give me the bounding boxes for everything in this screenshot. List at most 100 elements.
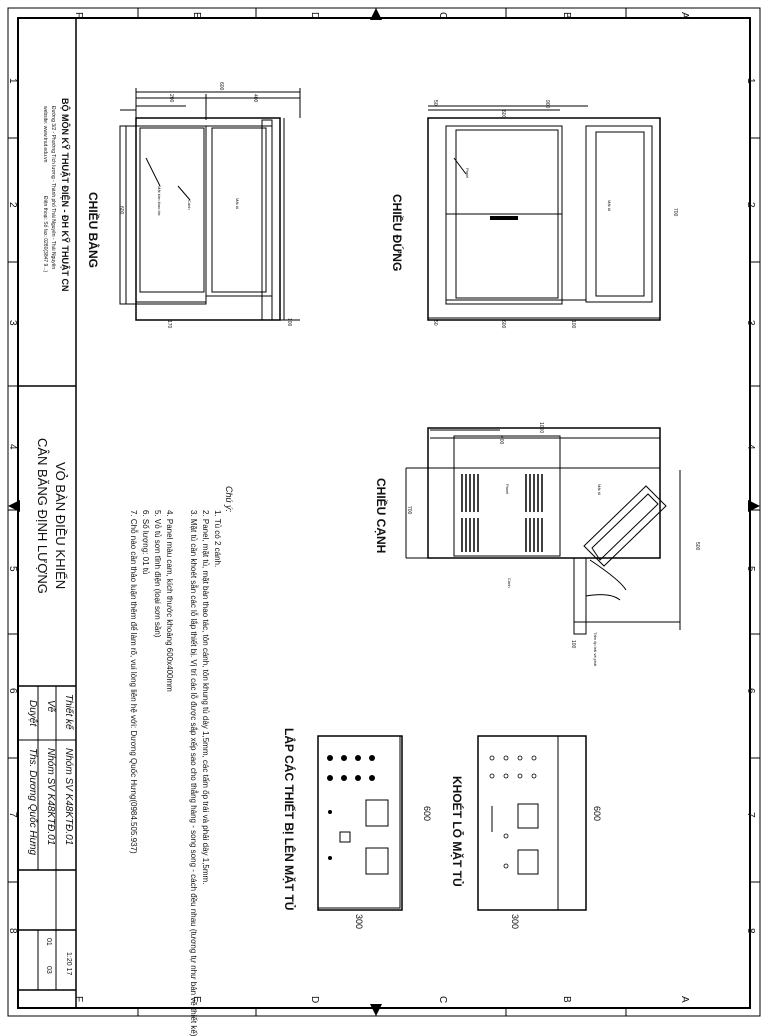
org-phone: Điện thoại: Số fax: 0280(3847 9...) xyxy=(42,196,48,273)
row-label-8: 8 xyxy=(7,928,18,934)
row-label-7: 7 xyxy=(7,812,18,818)
col-label-B: B xyxy=(561,12,572,19)
row-label-4-right: 4 xyxy=(745,444,756,450)
note-6: 6. Số lượng: 01 tủ xyxy=(141,510,150,575)
row-label-6-right: 6 xyxy=(745,688,756,694)
label-panel-front: Panel xyxy=(465,168,470,179)
title-block xyxy=(17,17,77,1009)
label-mattu-front: Mặt tủ xyxy=(607,200,612,212)
dim-front-height: 700 xyxy=(672,208,678,217)
dim-cutout-w: 600 xyxy=(592,806,602,822)
sheet-number: 01 xyxy=(45,938,52,946)
side-view-title: CHIỀU CẠNH xyxy=(374,478,388,554)
row-label-6: 6 xyxy=(7,688,18,694)
row-label-3-right: 3 xyxy=(745,320,756,326)
plan-view-title: CHIỀU BẰNG xyxy=(86,192,100,269)
org-web: website: www.tnut.edu.vn xyxy=(42,106,48,163)
note-2: 2. Panel, mặt tủ, mặt bàn thao tác, tôn … xyxy=(201,510,210,885)
label-panel-side: Panel xyxy=(505,484,510,495)
cutout-view-title: KHOÉT LỖ MẶT TỦ xyxy=(450,776,464,887)
front-view-title: CHIỀU ĐỨNG xyxy=(390,194,404,272)
dim-front-side: 50 xyxy=(432,100,438,106)
row-label-8-right: 8 xyxy=(745,928,756,934)
label-canh-side: Cánh xyxy=(507,578,512,588)
dim-side-bottom: 100 xyxy=(570,640,576,649)
dim-front-bottom-c: 100 xyxy=(570,320,576,329)
dim-side-b: 500 xyxy=(694,542,700,551)
outer-border xyxy=(7,7,761,1017)
sig-role-draw: Vẽ xyxy=(45,700,56,713)
sig-role-design: Thiết kế xyxy=(63,694,74,730)
mounting-devices xyxy=(327,755,375,860)
row-label-5: 5 xyxy=(7,566,18,572)
cutout-view xyxy=(477,735,587,911)
dim-plan-bottom-a: 170 xyxy=(166,320,172,329)
dim-mount-h: 300 xyxy=(354,914,364,930)
col-label-E: E xyxy=(191,12,202,19)
col-label-D: D xyxy=(309,12,320,20)
col-label-B-bottom: B xyxy=(561,996,572,1003)
note-3: 3. Mặt tủ cần khoét sẵn các lỗ lắp thiết… xyxy=(189,510,198,1036)
dim-plan-height: 600 xyxy=(118,206,124,215)
row-label-5-right: 5 xyxy=(745,566,756,572)
note-4: 4. Panel màu cam, kích thước khoảng 600x… xyxy=(165,510,174,692)
front-door-handle xyxy=(490,216,518,220)
dim-front-total: 900 xyxy=(544,100,550,109)
dim-front-a: 600 xyxy=(500,110,506,119)
dim-plan-total: 600 xyxy=(218,82,224,91)
cutout-holes xyxy=(489,755,537,869)
mounting-view-title: LẮP CÁC THIẾT BỊ LÊN MẶT TỦ xyxy=(282,728,296,911)
vent-slots xyxy=(461,474,543,552)
dim-mount-w: 600 xyxy=(422,806,432,822)
plan-view xyxy=(119,88,301,321)
label-tamop-side: Tấm ốp trái và phải xyxy=(593,632,598,667)
row-label-1: 1 xyxy=(7,78,18,84)
sheet-scale: 1:20 17 xyxy=(65,952,72,976)
dim-side-h: 700 xyxy=(406,506,412,515)
side-view xyxy=(405,427,681,635)
notes-heading: Chú ý: xyxy=(224,486,234,513)
dim-plan-a: 200 xyxy=(168,94,174,103)
col-label-C: C xyxy=(437,12,448,20)
row-label-4: 4 xyxy=(7,444,18,450)
mounting-view xyxy=(317,735,403,911)
label-panel-plan: Mặt bàn thao tác xyxy=(157,186,162,216)
center-mark-right xyxy=(748,500,760,512)
sig-role-approve: Duyệt xyxy=(27,700,38,727)
org-dept: BỘ MÔN KỸ THUẬT ĐIỆN - ĐH KỸ THUẬT CN xyxy=(60,98,70,292)
label-mattu-side: Mặt tủ xyxy=(597,484,602,496)
note-1: 1. Tủ có 2 cánh. xyxy=(213,510,222,568)
note-5: 5. Vỏ tủ sơn tĩnh điện (loại sơn sần) xyxy=(153,510,162,638)
center-mark-left xyxy=(8,500,20,512)
dim-side-total: 1000 xyxy=(538,422,544,434)
col-label-F: F xyxy=(73,12,84,19)
row-label-7-right: 7 xyxy=(745,812,756,818)
dim-front-bottom-b: 600 xyxy=(500,320,506,329)
note-7: 7. Chỗ nào cần thảo luận thêm để làm rõ,… xyxy=(129,510,138,854)
front-view xyxy=(427,105,661,321)
col-label-C-bottom: C xyxy=(437,996,448,1004)
sheet-total: 03 xyxy=(45,966,52,974)
label-mattu-plan: Mặt tủ xyxy=(235,198,240,210)
dim-front-bottom-a: 50 xyxy=(432,320,438,326)
drawing-title-line1: VỎ BÀN ĐIỀU KHIỂN xyxy=(53,462,68,590)
col-label-A: A xyxy=(679,12,690,19)
center-mark-top xyxy=(370,8,382,20)
row-label-2-right: 2 xyxy=(745,202,756,208)
col-label-D-bottom: D xyxy=(309,996,320,1004)
sig-name-draw: Nhóm SV K48KTĐ.01 xyxy=(45,748,56,846)
sig-name-approve: Ths. Dương Quốc Hưng xyxy=(27,748,38,856)
org-address: Đường 3/2 - Phường Tích lương - Thành ph… xyxy=(50,106,56,270)
drawing-title-line2: CÂN BĂNG ĐỊNH LƯỢNG xyxy=(35,438,50,594)
center-mark-bottom xyxy=(370,1004,382,1016)
dim-side-a: 400 xyxy=(498,436,504,445)
row-label-3: 3 xyxy=(7,320,18,326)
label-canh-plan: Cánh xyxy=(187,200,192,210)
col-label-A-bottom: A xyxy=(679,996,690,1003)
col-label-F-bottom: F xyxy=(73,996,84,1003)
row-label-1-right: 1 xyxy=(745,78,756,84)
sig-name-design: Nhóm SV K48KTĐ.01 xyxy=(63,748,74,846)
row-label-2: 2 xyxy=(7,202,18,208)
dim-plan-b: 400 xyxy=(252,94,258,103)
